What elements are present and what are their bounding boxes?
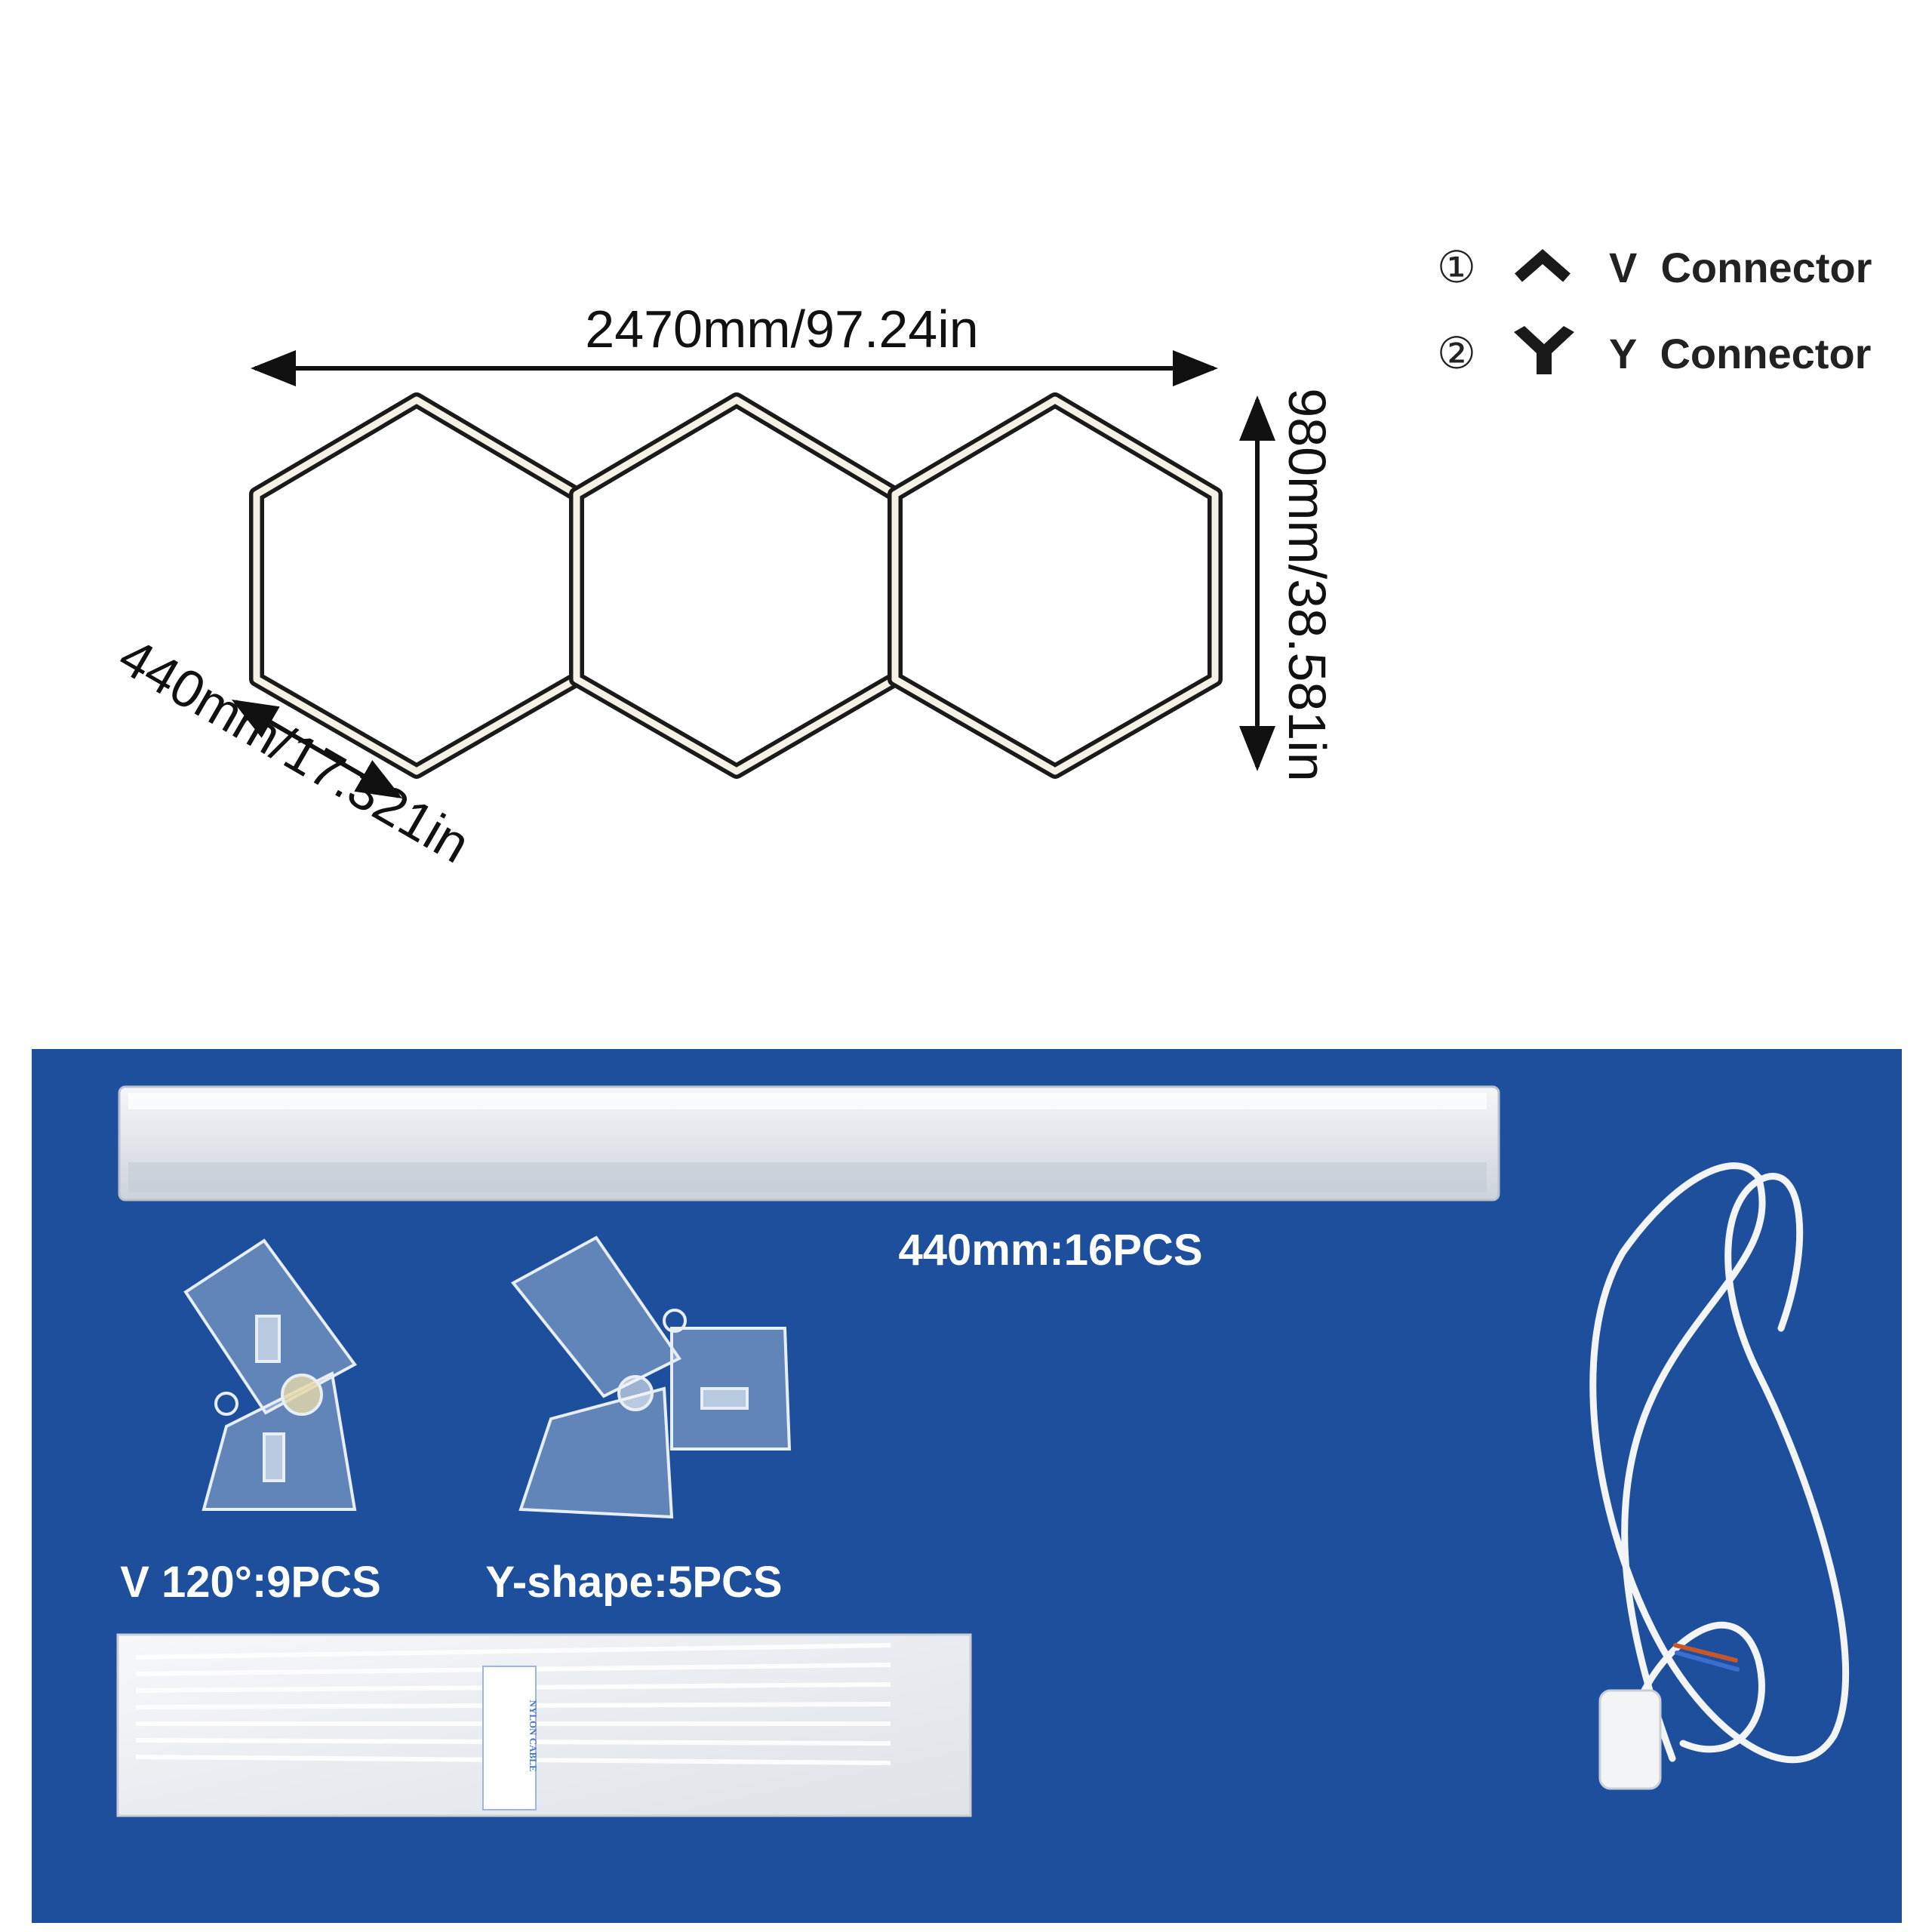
- connector-legend: ① V Connector ② Y Connector: [1437, 242, 1872, 379]
- width-dimension-label: 2470mm/97.24in: [585, 300, 978, 358]
- y-connector-icon: [1514, 326, 1574, 374]
- y-connector-photo: [510, 1235, 792, 1519]
- legend-label: Y Connector: [1609, 330, 1871, 377]
- cable-ties-bag: NYLON CABLE: [116, 1633, 972, 1817]
- side-dimension-label: 440mm/17.321in: [109, 626, 480, 874]
- legend-number: ①: [1437, 242, 1476, 293]
- side-dimension: 440mm/17.321in: [109, 626, 480, 874]
- height-dimension-label: 980mm/38.581in: [1278, 388, 1337, 781]
- aluminum-bar: [118, 1085, 1500, 1201]
- v-connector-icon: [1515, 249, 1571, 282]
- legend-number: ②: [1437, 328, 1476, 379]
- y-connector-quantity-label: Y-shape:5PCS: [485, 1558, 782, 1607]
- width-dimension: 2470mm/97.24in: [251, 300, 1218, 386]
- legend-item-y: ② Y Connector: [1437, 326, 1871, 379]
- hexagon-frame: [249, 392, 1223, 779]
- height-dimension: 980mm/38.581in: [1239, 388, 1337, 782]
- hexagon-left: [249, 392, 584, 779]
- v-connector-quantity-label: V 120°:9PCS: [120, 1558, 381, 1607]
- hexagon-right: [888, 392, 1223, 779]
- bar-quantity-label: 440mm:16PCS: [899, 1226, 1203, 1275]
- power-cable: [1589, 1162, 1850, 1790]
- legend-item-v: ① V Connector: [1437, 242, 1872, 293]
- parts-panel: 440mm:16PCS V 120°:9PCS Y-shape:5PCS: [32, 1049, 1902, 1923]
- v-connector-photo: [183, 1238, 357, 1511]
- hexagon-middle: [569, 392, 903, 779]
- legend-label: V Connector: [1609, 244, 1872, 291]
- cable-ties-package-label: NYLON CABLE: [528, 1700, 539, 1772]
